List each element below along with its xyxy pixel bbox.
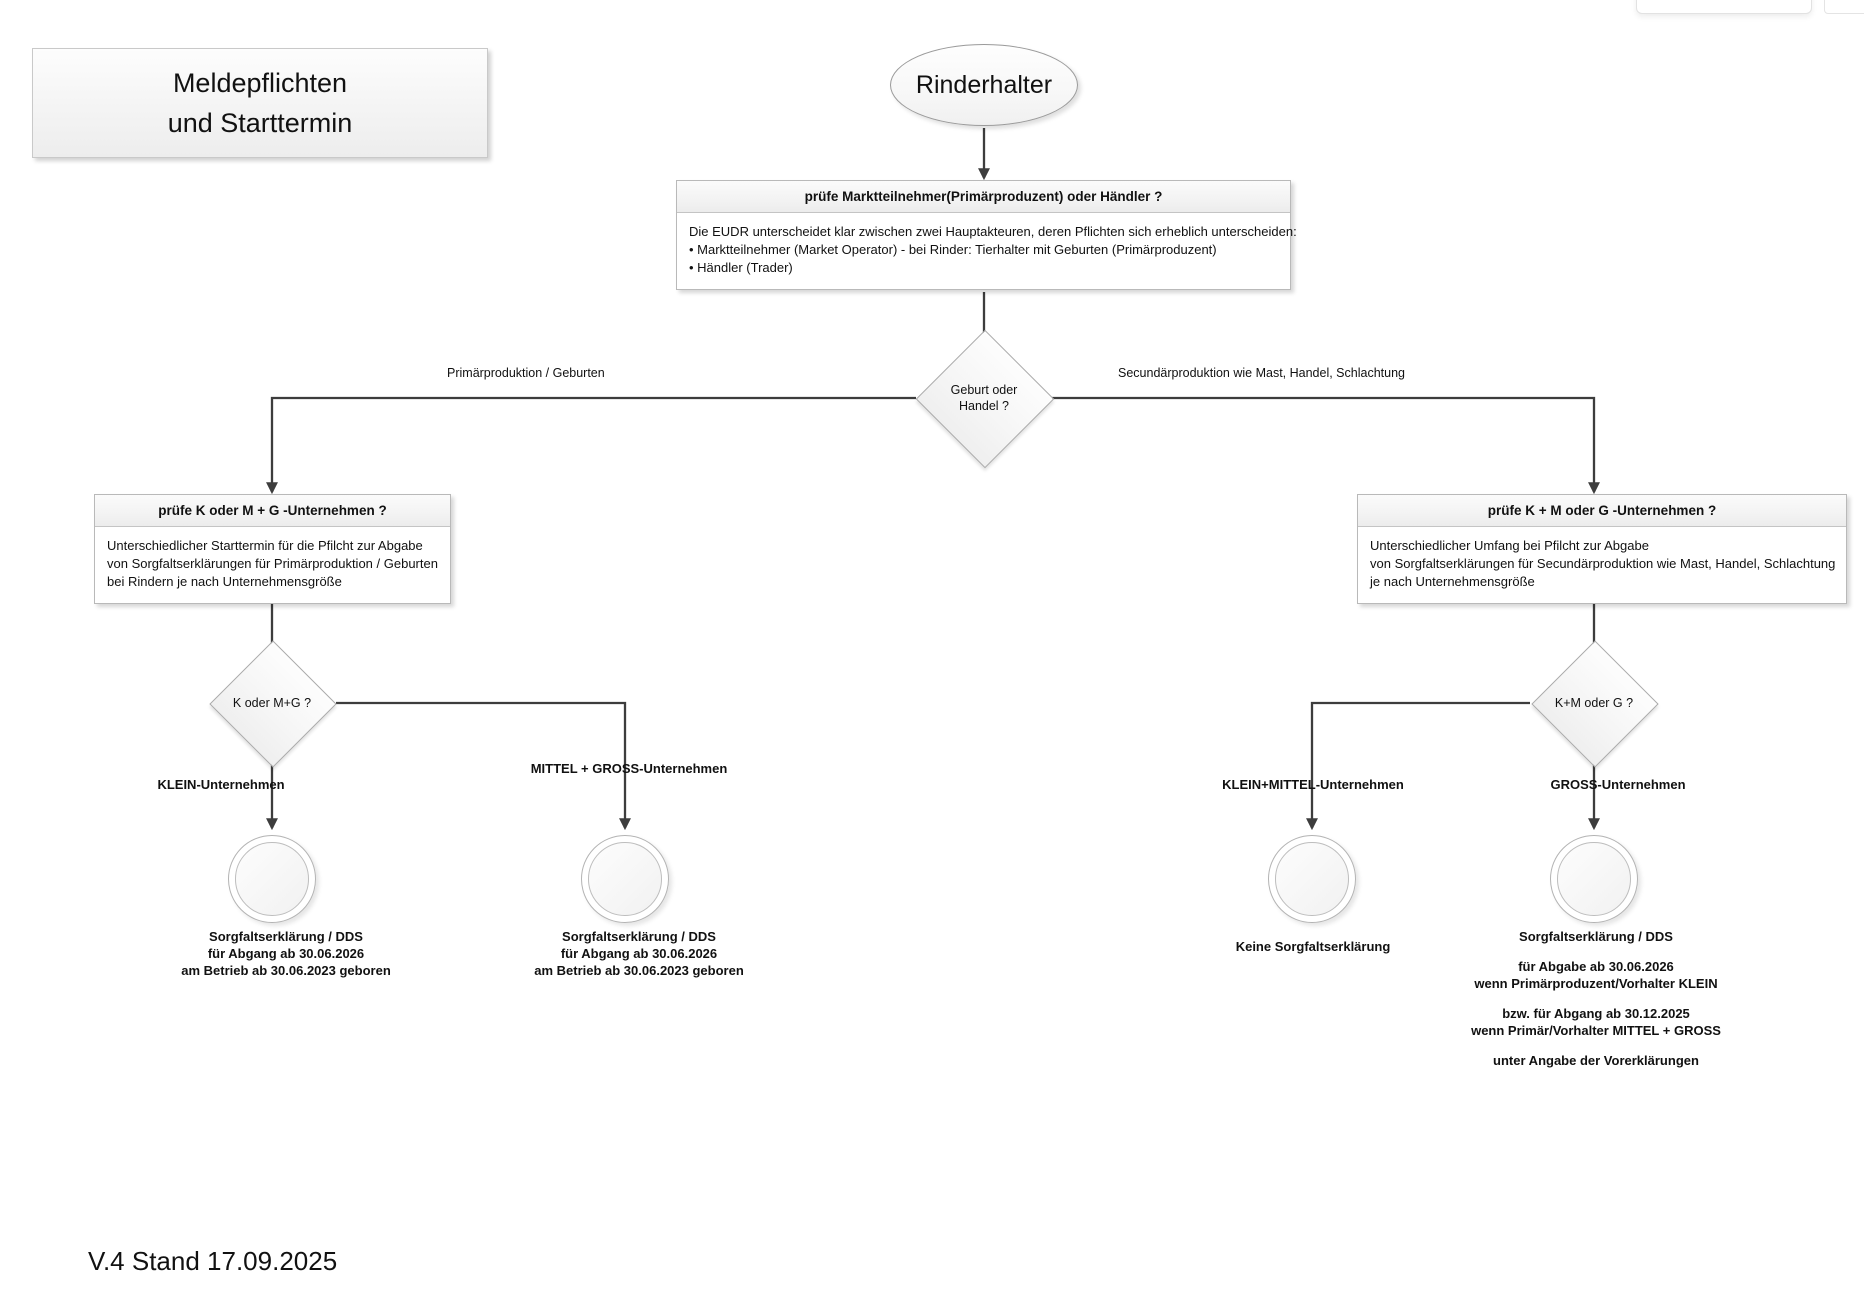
process-box-marktteilnehmer-body: Die EUDR unterscheidet klar zwischen zwe…	[677, 213, 1297, 289]
window-chrome-fragment-secondary	[1824, 0, 1864, 14]
process-box-klein-mittel-gross-rechts[interactable]: prüfe K + M oder G -Unternehmen ? Unters…	[1357, 494, 1847, 604]
end-left-1-line-3: am Betrieb ab 30.06.2023 geboren	[181, 963, 391, 978]
end-node-caption-gross: Sorgfaltserklärung / DDS für Abgabe ab 3…	[1471, 928, 1721, 1069]
process-box-marktteilnehmer[interactable]: prüfe Marktteilnehmer(Primärproduzent) o…	[676, 180, 1297, 290]
end-node-caption-keine-sorgfaltserklaerung: Keine Sorgfaltserklärung	[1236, 938, 1391, 955]
edge-decision-left-right	[336, 701, 631, 831]
decision-geburt-oder-handel[interactable]: Geburt oder Handel ?	[915, 329, 1055, 469]
branch-label-gross-unternehmen: GROSS-Unternehmen	[1550, 777, 1686, 792]
edge-label-secundaerproduktion: Secundärproduktion wie Mast, Handel, Sch…	[1118, 366, 1405, 380]
caption-spacer	[1471, 992, 1721, 1005]
branch-label-klein-unternehmen: KLEIN-Unternehmen	[157, 777, 285, 792]
process-top-body-line-2: • Marktteilnehmer (Market Operator) - be…	[689, 242, 1217, 257]
end-node-caption-klein: Sorgfaltserklärung / DDS für Abgang ab 3…	[181, 928, 391, 979]
end-node-inner-ring	[1557, 842, 1631, 916]
decision-km-oder-g[interactable]: K+M oder G ?	[1531, 640, 1659, 768]
edge-decision-right-left	[1306, 701, 1530, 831]
end-right-2-line-5: wenn Primär/Vorhalter MITTEL + GROSS	[1471, 1023, 1721, 1038]
title-line-1: Meldepflichten	[172, 68, 348, 98]
end-right-2-line-4: bzw. für Abgang ab 30.12.2025	[1502, 1006, 1690, 1021]
end-left-1-line-1: Sorgfaltserklärung / DDS	[209, 929, 363, 944]
process-left-body-line-3: bei Rindern je nach Unternehmensgröße	[107, 574, 342, 589]
process-top-body-line-1: Die EUDR unterscheidet klar zwischen zwe…	[689, 224, 1297, 239]
branch-label-mittel-gross-unternehmen: MITTEL + GROSS-Unternehmen	[530, 761, 728, 776]
end-node-sorgfaltserklaerung-klein[interactable]	[228, 835, 316, 923]
decision-main-label-line-1: Geburt oder	[950, 383, 1018, 397]
process-box-left-header: prüfe K oder M + G -Unternehmen ?	[95, 495, 450, 527]
caption-spacer	[1471, 945, 1721, 958]
end-right-2-line-2: für Abgabe ab 30.06.2026	[1518, 959, 1674, 974]
end-left-2-line-2: für Abgang ab 30.06.2026	[560, 946, 718, 961]
process-box-right-header: prüfe K + M oder G -Unternehmen ?	[1358, 495, 1846, 527]
process-box-right-body: Unterschiedlicher Umfang bei Pfilcht zur…	[1358, 527, 1846, 603]
caption-spacer	[1471, 1039, 1721, 1052]
end-right-1-line-1: Keine Sorgfaltserklärung	[1235, 939, 1391, 954]
end-left-2-line-1: Sorgfaltserklärung / DDS	[562, 929, 716, 944]
end-node-inner-ring	[588, 842, 662, 916]
title-line-2: und Starttermin	[167, 108, 353, 138]
end-right-2-line-3: wenn Primärproduzent/Vorhalter KLEIN	[1474, 976, 1718, 991]
end-left-2-line-3: am Betrieb ab 30.06.2023 geboren	[534, 963, 744, 978]
edge-decision-main-right	[1052, 396, 1600, 495]
window-chrome-fragment	[1636, 0, 1812, 14]
decision-main-label-line-2: Handel ?	[958, 399, 1010, 413]
process-right-body-line-1: Unterschiedlicher Umfang bei Pfilcht zur…	[1370, 538, 1649, 553]
decision-k-oder-mg-label: K oder M+G ?	[232, 696, 312, 710]
decision-k-oder-mg[interactable]: K oder M+G ?	[209, 640, 337, 768]
end-node-inner-ring	[235, 842, 309, 916]
footer-version-label: V.4 Stand 17.09.2025	[88, 1246, 338, 1276]
end-right-2-line-1: Sorgfaltserklärung / DDS	[1519, 929, 1673, 944]
process-left-body-line-2: von Sorgfaltserklärungen für Primärprodu…	[107, 556, 438, 571]
branch-label-klein-mittel-unternehmen: KLEIN+MITTEL-Unternehmen	[1222, 777, 1404, 792]
process-left-body-line-1: Unterschiedlicher Starttermin für die Pf…	[107, 538, 423, 553]
end-node-inner-ring	[1275, 842, 1349, 916]
decision-km-oder-g-label: K+M oder G ?	[1554, 696, 1634, 710]
start-node-rinderhalter[interactable]: Rinderhalter	[890, 44, 1078, 126]
process-box-klein-mittel-gross-links[interactable]: prüfe K oder M + G -Unternehmen ? Unters…	[94, 494, 451, 604]
start-node-label: Rinderhalter	[915, 70, 1053, 99]
process-right-body-line-3: je nach Unternehmensgröße	[1370, 574, 1535, 589]
process-right-body-line-2: von Sorgfaltserklärungen für Secundärpro…	[1370, 556, 1836, 571]
end-node-sorgfaltserklaerung-mittel-gross[interactable]	[581, 835, 669, 923]
title-card: Meldepflichten und Starttermin	[32, 48, 488, 158]
process-top-body-line-3: • Händler (Trader)	[689, 260, 793, 275]
edge-decision-main-left	[266, 396, 916, 495]
end-left-1-line-2: für Abgang ab 30.06.2026	[207, 946, 365, 961]
end-node-sorgfaltserklaerung-gross[interactable]	[1550, 835, 1638, 923]
end-node-keine-sorgfaltserklaerung[interactable]	[1268, 835, 1356, 923]
decision-geburt-oder-handel-label: Geburt oder Handel ?	[951, 382, 1018, 414]
edge-label-primaerproduktion: Primärproduktion / Geburten	[447, 366, 605, 380]
process-box-marktteilnehmer-header: prüfe Marktteilnehmer(Primärproduzent) o…	[677, 181, 1290, 213]
end-node-caption-mittel-gross: Sorgfaltserklärung / DDS für Abgang ab 3…	[534, 928, 744, 979]
end-right-2-line-6: unter Angabe der Vorerklärungen	[1493, 1053, 1699, 1068]
process-box-left-body: Unterschiedlicher Starttermin für die Pf…	[95, 527, 450, 603]
